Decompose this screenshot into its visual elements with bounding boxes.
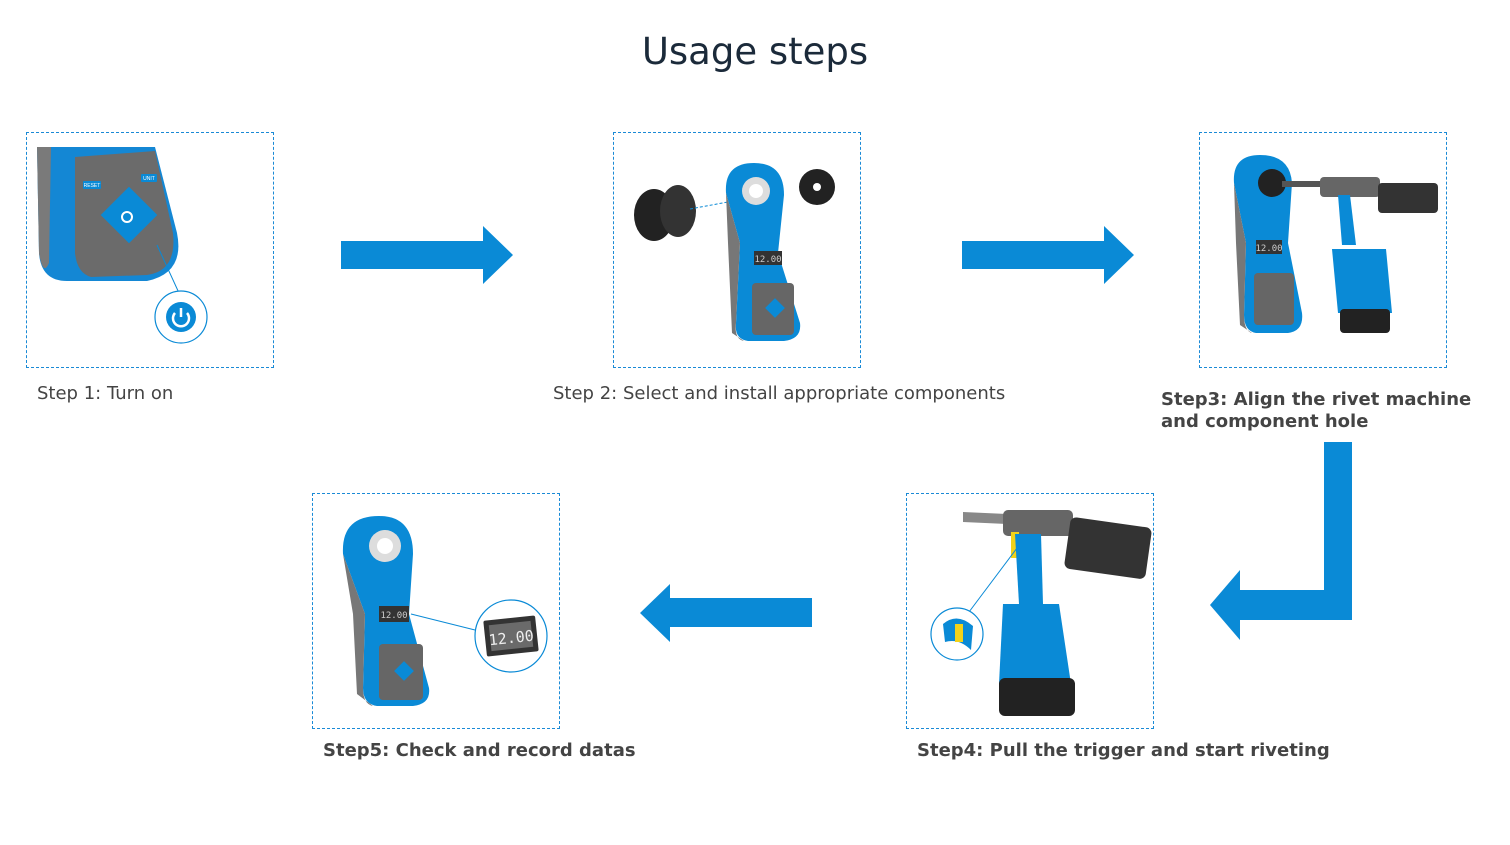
lcd-display: 12.00	[754, 255, 781, 265]
step2-image: 12.00	[613, 132, 861, 368]
step5-image: 12.00 12.00	[312, 493, 560, 729]
step2-label: Step 2: Select and install appropriate c…	[553, 383, 1006, 404]
step4-label: Step4: Pull the trigger and start riveti…	[917, 740, 1330, 761]
page-title: Usage steps	[641, 30, 869, 73]
reset-label: RESET	[84, 183, 101, 189]
unit-label: UNIT	[143, 176, 155, 182]
arrow-right-icon	[962, 226, 1134, 284]
arrow-down-left-icon	[1210, 442, 1352, 640]
arrow-right-icon	[341, 226, 513, 284]
step5-label: Step5: Check and record datas	[323, 740, 636, 761]
arrow-left-icon	[640, 584, 812, 642]
step3-label: Step3: Align the rivet machine and compo…	[1161, 389, 1472, 432]
lcd-display: 12.00	[1255, 244, 1282, 254]
step1-image: RESET UNIT	[26, 132, 274, 368]
step3-image: 12.00	[1199, 132, 1447, 368]
lcd-display: 12.00	[380, 611, 407, 621]
step1-label: Step 1: Turn on	[37, 383, 174, 404]
zoomed-lcd-display: 12.00	[488, 627, 535, 650]
step4-image	[906, 493, 1154, 729]
